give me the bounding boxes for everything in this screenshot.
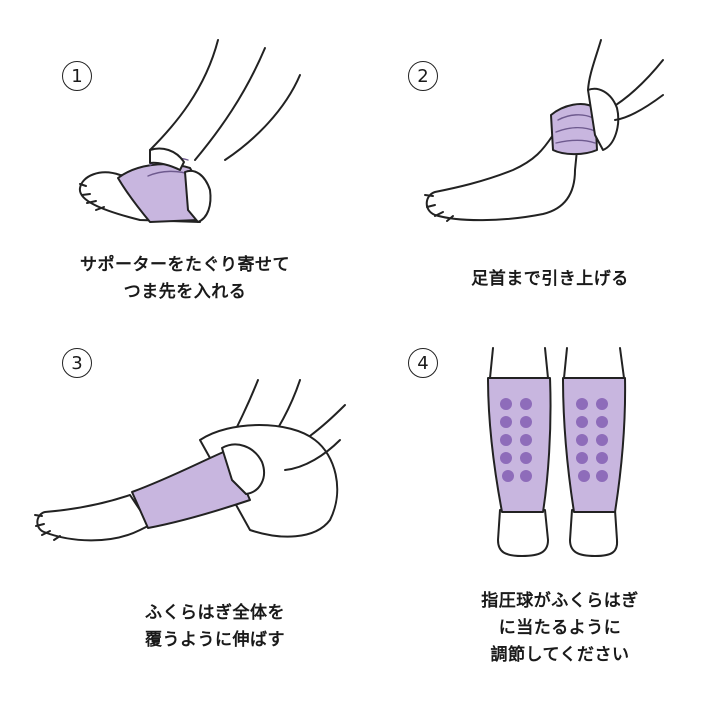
step-1-caption-line-2: つま先を入れる	[123, 282, 247, 302]
step-3-caption-line-1: ふくらはぎ全体を	[145, 603, 285, 623]
step-2-caption: 足首まで引き上げる	[440, 266, 660, 293]
step-3-caption: ふくらはぎ全体を 覆うように伸ばす	[100, 600, 330, 654]
step-2-caption-line-1: 足首まで引き上げる	[471, 269, 629, 289]
step-4-caption-line-2: に当たるように	[498, 618, 622, 638]
support-sleeve	[131, 449, 251, 529]
step-1-caption-line-1: サポーターをたぐり寄せて	[80, 255, 290, 275]
step-2-illustration	[424, 39, 664, 222]
step-1-illustration	[78, 39, 301, 223]
step-3-caption-line-2: 覆うように伸ばす	[145, 630, 285, 650]
step-4-caption-line-3: 調節してください	[490, 645, 630, 665]
step-3-number: 3	[62, 348, 92, 378]
acupressure-dots-right	[576, 398, 608, 482]
support-sleeve-right	[562, 377, 627, 513]
support-sleeve-left	[487, 377, 552, 513]
step-4-number: 4	[408, 348, 438, 378]
step-1-caption: サポーターをたぐり寄せて つま先を入れる	[40, 252, 330, 306]
acupressure-dots-left	[500, 398, 532, 482]
step-4-caption-line-1: 指圧球がふくらはぎ	[481, 591, 639, 611]
step-3-illustration	[34, 379, 346, 542]
step-4-caption: 指圧球がふくらはぎ に当たるように 調節してください	[445, 588, 675, 669]
step-2-number: 2	[408, 61, 438, 91]
step-1-number: 1	[62, 61, 92, 91]
